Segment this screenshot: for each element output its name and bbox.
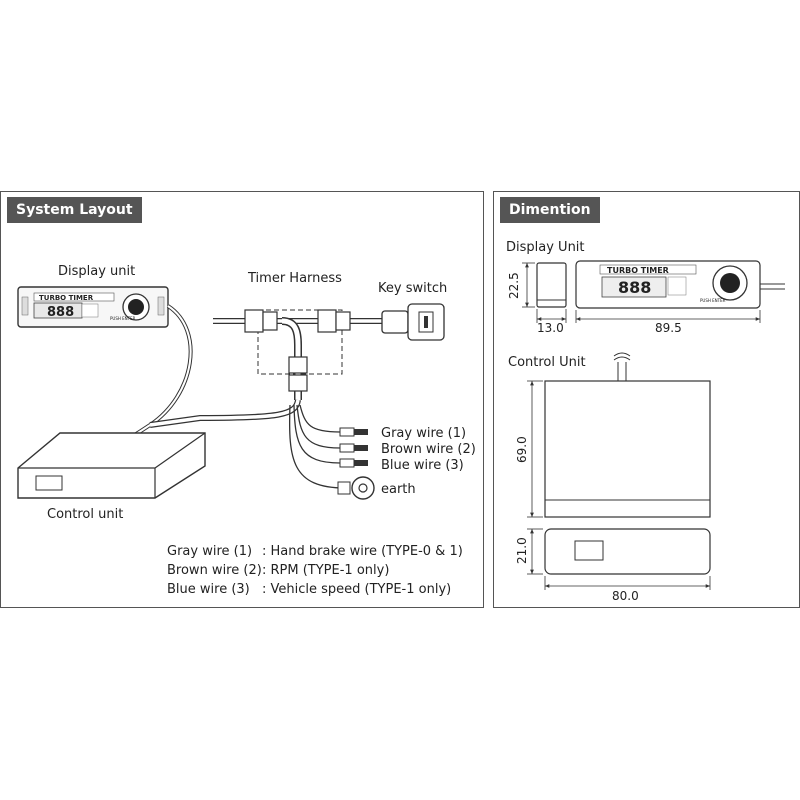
earth-label: earth xyxy=(381,482,416,497)
legend-blue-wire: Blue wire (3) xyxy=(167,582,250,597)
legend-gray-desc: : Hand brake wire (TYPE-0 & 1) xyxy=(262,544,463,559)
brown-wire-label: Brown wire (2) xyxy=(381,442,476,457)
dim-display-unit-label: Display Unit xyxy=(506,240,585,255)
timer-harness-box xyxy=(257,309,343,375)
legend-gray-wire: Gray wire (1) xyxy=(167,544,252,559)
dim-display-side-view xyxy=(536,262,567,308)
dim-control-width: 80.0 xyxy=(612,589,639,603)
dim-control-depth: 21.0 xyxy=(515,537,529,564)
display-unit-drawing: TURBO TIMER 888 PUSH ENTER xyxy=(17,286,169,328)
dim-display-height: 22.5 xyxy=(507,272,521,299)
control-unit-label: Control unit xyxy=(47,507,123,522)
display-digits: 888 xyxy=(47,305,74,320)
dim-display-depth: 13.0 xyxy=(537,321,564,335)
dim-display-front-view: TURBO TIMER 888 PUSH ENTER xyxy=(575,260,785,309)
timer-harness-label: Timer Harness xyxy=(247,271,342,286)
legend-blue-desc: : Vehicle speed (TYPE-1 only) xyxy=(262,582,451,597)
legend-brown-wire: Brown wire (2) xyxy=(167,563,262,578)
blue-wire-label: Blue wire (3) xyxy=(381,458,464,473)
dim-control-side-view xyxy=(544,528,711,575)
key-switch-drawing xyxy=(381,303,445,341)
dimention-header: Dimention xyxy=(500,197,600,223)
dim-display-width: 89.5 xyxy=(655,321,682,335)
wire-terminals xyxy=(337,427,375,500)
control-unit-drawing xyxy=(17,432,206,499)
system-layout-header: System Layout xyxy=(7,197,142,223)
wire-branches xyxy=(288,404,346,489)
harness-main xyxy=(213,309,390,400)
dim-display-button-text: PUSH ENTER xyxy=(700,298,726,303)
system-layout-panel xyxy=(0,191,484,608)
display-unit-label: Display unit xyxy=(58,264,135,279)
display-brand-text: TURBO TIMER xyxy=(39,294,94,302)
dim-control-dimension-lines xyxy=(527,380,711,590)
dim-display-digits: 888 xyxy=(618,278,651,297)
legend-brown-desc: : RPM (TYPE-1 only) xyxy=(262,563,389,578)
key-switch-label: Key switch xyxy=(378,281,447,296)
display-button-text: PUSH ENTER xyxy=(110,316,136,321)
dim-control-top-view xyxy=(544,352,711,518)
dim-display-brand-text: TURBO TIMER xyxy=(607,266,669,275)
gray-wire-label: Gray wire (1) xyxy=(381,426,466,441)
dim-control-unit-label: Control Unit xyxy=(508,355,586,370)
dim-display-dimension-lines xyxy=(522,262,761,323)
dim-control-height: 69.0 xyxy=(515,436,529,463)
